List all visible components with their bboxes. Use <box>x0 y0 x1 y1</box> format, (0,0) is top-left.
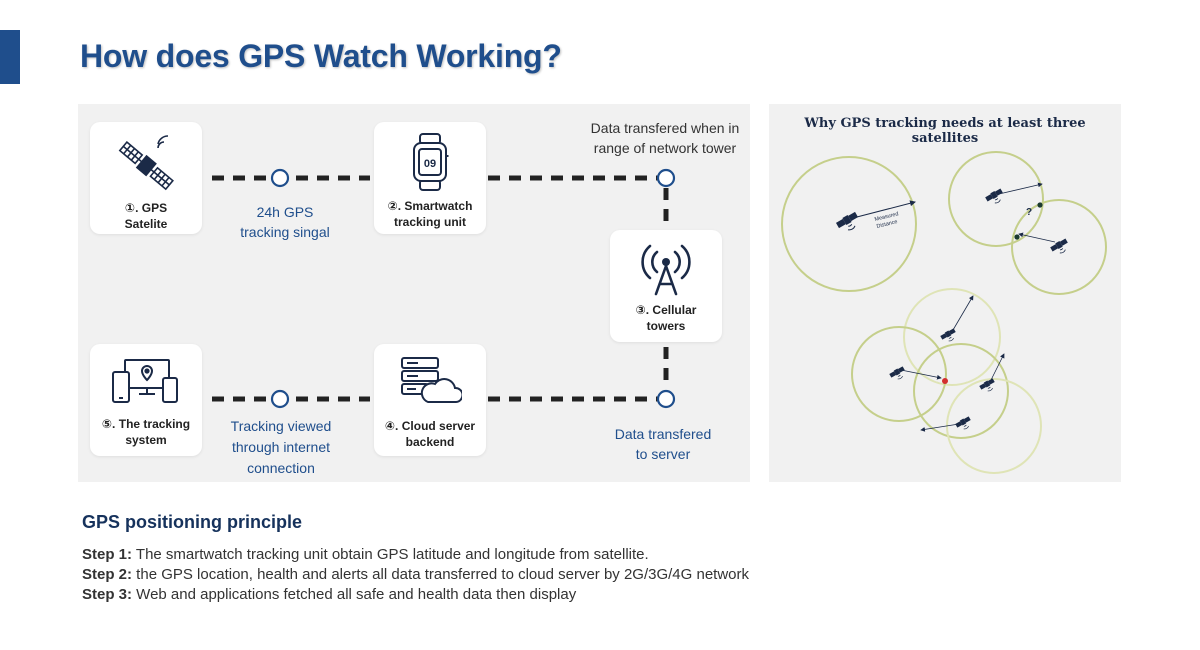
unknown-position-mark: ? <box>1026 207 1032 218</box>
node-tracking-system: ⑤. The tracking system <box>90 344 202 456</box>
node-number: ②. <box>387 199 402 213</box>
watch-screen-text: 09 <box>424 158 436 170</box>
step-label: Step 1: <box>82 546 133 563</box>
edge-node-dot <box>656 168 676 188</box>
three-satellite-circles <box>851 288 1042 474</box>
flow-diagram-panel: ①. GPS Satelite 09 ②. Smartwatch trackin… <box>78 104 750 482</box>
smartwatch-icon: 09 <box>413 133 449 191</box>
node-label: Cellular <box>652 303 697 317</box>
node-label: Smartwatch <box>404 199 473 213</box>
two-satellite-circles <box>948 151 1107 295</box>
principle-title: GPS positioning principle <box>82 512 303 532</box>
trilateration-illustration: Measured Distance ? <box>781 151 1107 474</box>
devices-icon <box>112 359 178 403</box>
node-label: The tracking <box>118 417 191 431</box>
step-text: The smartwatch tracking unit obtain GPS … <box>132 546 649 563</box>
measured-distance-label: Distance <box>876 219 898 230</box>
edge-label-to-server: Data transfered to server <box>614 426 712 462</box>
satellite-icon <box>118 135 174 191</box>
page-title: How does GPS Watch Working? <box>80 38 562 74</box>
step-label: Step 2: <box>82 566 133 583</box>
position-fix-point <box>942 378 948 384</box>
node-number: ③. <box>635 303 650 317</box>
principle-step: Step 1: The smartwatch tracking unit obt… <box>82 545 649 565</box>
single-satellite-circle <box>781 156 917 292</box>
node-smartwatch: 09 ②. Smartwatch tracking unit <box>374 122 486 234</box>
trilateration-panel: Why GPS tracking needs at least three sa… <box>769 104 1121 482</box>
connector-lines <box>212 168 676 409</box>
node-number: ①. <box>124 201 139 215</box>
measured-distance-label: Measured <box>874 211 899 223</box>
cell-tower-icon <box>641 244 691 296</box>
node-label-line2: tracking unit <box>393 215 466 229</box>
node-label: GPS <box>141 201 168 215</box>
node-cloud-server: ④. Cloud server backend <box>374 344 486 456</box>
principle-step: Step 3: Web and applications fetched all… <box>82 585 576 605</box>
node-label: Cloud server <box>401 419 476 433</box>
trilateration-title: Why GPS tracking needs at least three sa… <box>804 116 1086 146</box>
node-label-line2: Satelite <box>124 217 168 231</box>
node-number: ⑤. <box>101 417 116 431</box>
node-label-line2: towers <box>646 319 686 333</box>
step-label: Step 3: <box>82 586 133 603</box>
edge-node-dot <box>270 389 290 409</box>
edge-node-dot <box>270 168 290 188</box>
edge-label-internet: Tracking viewed through internet connect… <box>230 418 332 476</box>
step-text: Web and applications fetched all safe an… <box>132 586 577 603</box>
node-cellular-tower: ③. Cellular towers <box>610 230 722 342</box>
node-number: ④. <box>384 419 399 433</box>
principle-step: Step 2: the GPS location, health and ale… <box>82 565 749 585</box>
node-gps-satellite: ①. GPS Satelite <box>90 122 202 234</box>
node-label-line2: backend <box>405 435 455 449</box>
edge-node-dot <box>656 389 676 409</box>
cloud-server-icon <box>401 357 462 403</box>
edge-label-network-range: Data transfered when in range of network… <box>590 120 740 156</box>
node-label-line2: system <box>125 433 167 447</box>
title-accent-bar <box>0 30 20 84</box>
step-text: the GPS location, health and alerts all … <box>132 566 750 583</box>
edge-label-gps-signal: 24h GPS tracking singal <box>240 204 330 240</box>
